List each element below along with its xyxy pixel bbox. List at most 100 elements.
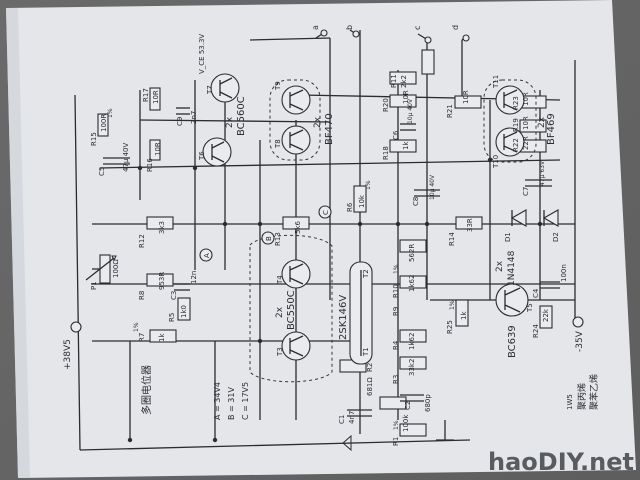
value-r17: 10R (152, 90, 160, 104)
rail-legend-b: B = 31V (227, 387, 236, 420)
label-r12: R12 (138, 234, 146, 248)
marker-b: B (265, 236, 273, 241)
label-r4: R4 (392, 340, 400, 350)
label-c5: C5 (98, 167, 106, 176)
type-bc639: BC639 (507, 325, 518, 358)
value-r6: 10k (358, 194, 366, 208)
label-t11: T11 (492, 75, 500, 89)
qty-2x-bc550c: 2x (275, 306, 285, 318)
tolerance-1pct-c: 1% (365, 180, 372, 190)
label-c3: C3 (170, 291, 178, 300)
label-t8: T8 (274, 139, 282, 149)
label-t2: T2 (362, 269, 370, 279)
label-r25: R25 (446, 320, 454, 334)
capacitor-c5 (103, 157, 130, 165)
value-c2: 680p (424, 394, 432, 412)
supply-negative-label: -35V (575, 330, 585, 352)
value-c8: 10µ 40V (429, 174, 436, 200)
marker-a: A (203, 253, 211, 258)
qty-2x-bf469: 2x (537, 116, 547, 128)
label-r13: R13 (274, 232, 282, 246)
value-r22: 22R (522, 136, 530, 150)
tolerance-1pct-e: 1% (393, 420, 400, 430)
label-r5: R5 (168, 313, 176, 322)
label-r8: R8 (138, 291, 146, 300)
capacitor-c8 (414, 189, 440, 197)
label-r24: R24 (532, 324, 540, 338)
label-c7: C7 (522, 187, 530, 196)
type-bc560c: BC560C (236, 96, 247, 136)
value-c7: 47µ 63V (539, 160, 546, 186)
tolerance-1pct-d: 1% (393, 264, 400, 274)
value-r21: 10R (462, 90, 470, 104)
thermal-coupling-t10-t11 (483, 79, 537, 163)
label-t7: T7 (206, 85, 214, 95)
terminal-label-c: c (413, 26, 422, 30)
type-bc550c: BC550C (286, 290, 297, 330)
label-t6: T6 (198, 151, 206, 161)
value-r1: 100k (402, 414, 410, 432)
value-r23: 10R (522, 92, 530, 106)
value-c4: 100n (560, 264, 568, 282)
label-r17: R17 (142, 88, 150, 102)
supply-positive-label: +38V5 (63, 339, 73, 370)
label-c9: C9 (176, 117, 184, 126)
value-c6: 10µ 40V (407, 98, 414, 124)
transistor-t4 (281, 259, 311, 289)
watermark-text: haoDIY.net (488, 448, 634, 476)
note-1w5: 1W5 (566, 394, 574, 410)
transistor-t3 (281, 331, 311, 361)
label-d2: D2 (552, 232, 560, 242)
qty-2x-bc560c: 2x (225, 116, 235, 128)
paper-sheet (6, 0, 636, 478)
label-r2: R2 (366, 363, 374, 372)
marker-c: C (322, 210, 330, 215)
value-r16: 10R (154, 142, 162, 156)
type-bf470: BF470 (324, 113, 335, 145)
value-r11: 2k2 (400, 75, 408, 88)
transistor-t7 (210, 73, 240, 103)
value-c3: 12n (190, 271, 198, 284)
label-r21: R21 (446, 104, 454, 118)
label-t10: T10 (492, 155, 500, 169)
label-t3: T3 (276, 347, 284, 357)
type-2sk146v: 2SK146V (338, 295, 349, 340)
paper-edge-shadow (6, 8, 30, 478)
value-p1: 100Ω (112, 259, 120, 278)
transistor-t6 (202, 137, 232, 167)
value-r10: 1k62 (408, 275, 416, 292)
label-r3: R3 (392, 375, 400, 384)
value-r9: 1k62 (408, 333, 416, 350)
label-r16: R16 (146, 158, 154, 172)
label-r14: R14 (448, 232, 456, 246)
label-t9: T9 (274, 81, 282, 91)
diode-d1 (510, 209, 527, 227)
value-r7: 1k (158, 333, 166, 342)
type-bf469: BF469 (546, 113, 557, 145)
value-r5: 1k0 (180, 305, 188, 318)
value-r4: 562R (408, 244, 416, 262)
value-r26: 681Ω (366, 377, 374, 396)
value-r25: 1k (460, 311, 468, 320)
transistor-t8 (281, 125, 311, 155)
label-c2: C2 (404, 401, 412, 410)
value-r18: 1k (402, 141, 410, 150)
terminal-label-d: d (451, 25, 460, 30)
value-c9: 2n7 (190, 111, 198, 124)
value-r15: 100R (100, 114, 108, 132)
transistor-t5 (495, 283, 529, 317)
label-r23: R23 (512, 96, 520, 110)
value-c1: 4n7 (348, 411, 356, 424)
value-r8: 953R (158, 272, 166, 290)
label-t1: T1 (362, 347, 370, 357)
capacitor-c3 (174, 283, 190, 291)
circuit-drawing (70, 29, 584, 452)
label-r22: R22 (512, 138, 520, 152)
capacitor-c1 (347, 409, 372, 417)
label-t5: T5 (526, 303, 534, 313)
value-r14: 33R (466, 218, 474, 232)
value-r19: 10R (522, 116, 530, 130)
capacitor-c4 (540, 281, 560, 289)
value-c5: 47µ 40V (122, 143, 130, 172)
